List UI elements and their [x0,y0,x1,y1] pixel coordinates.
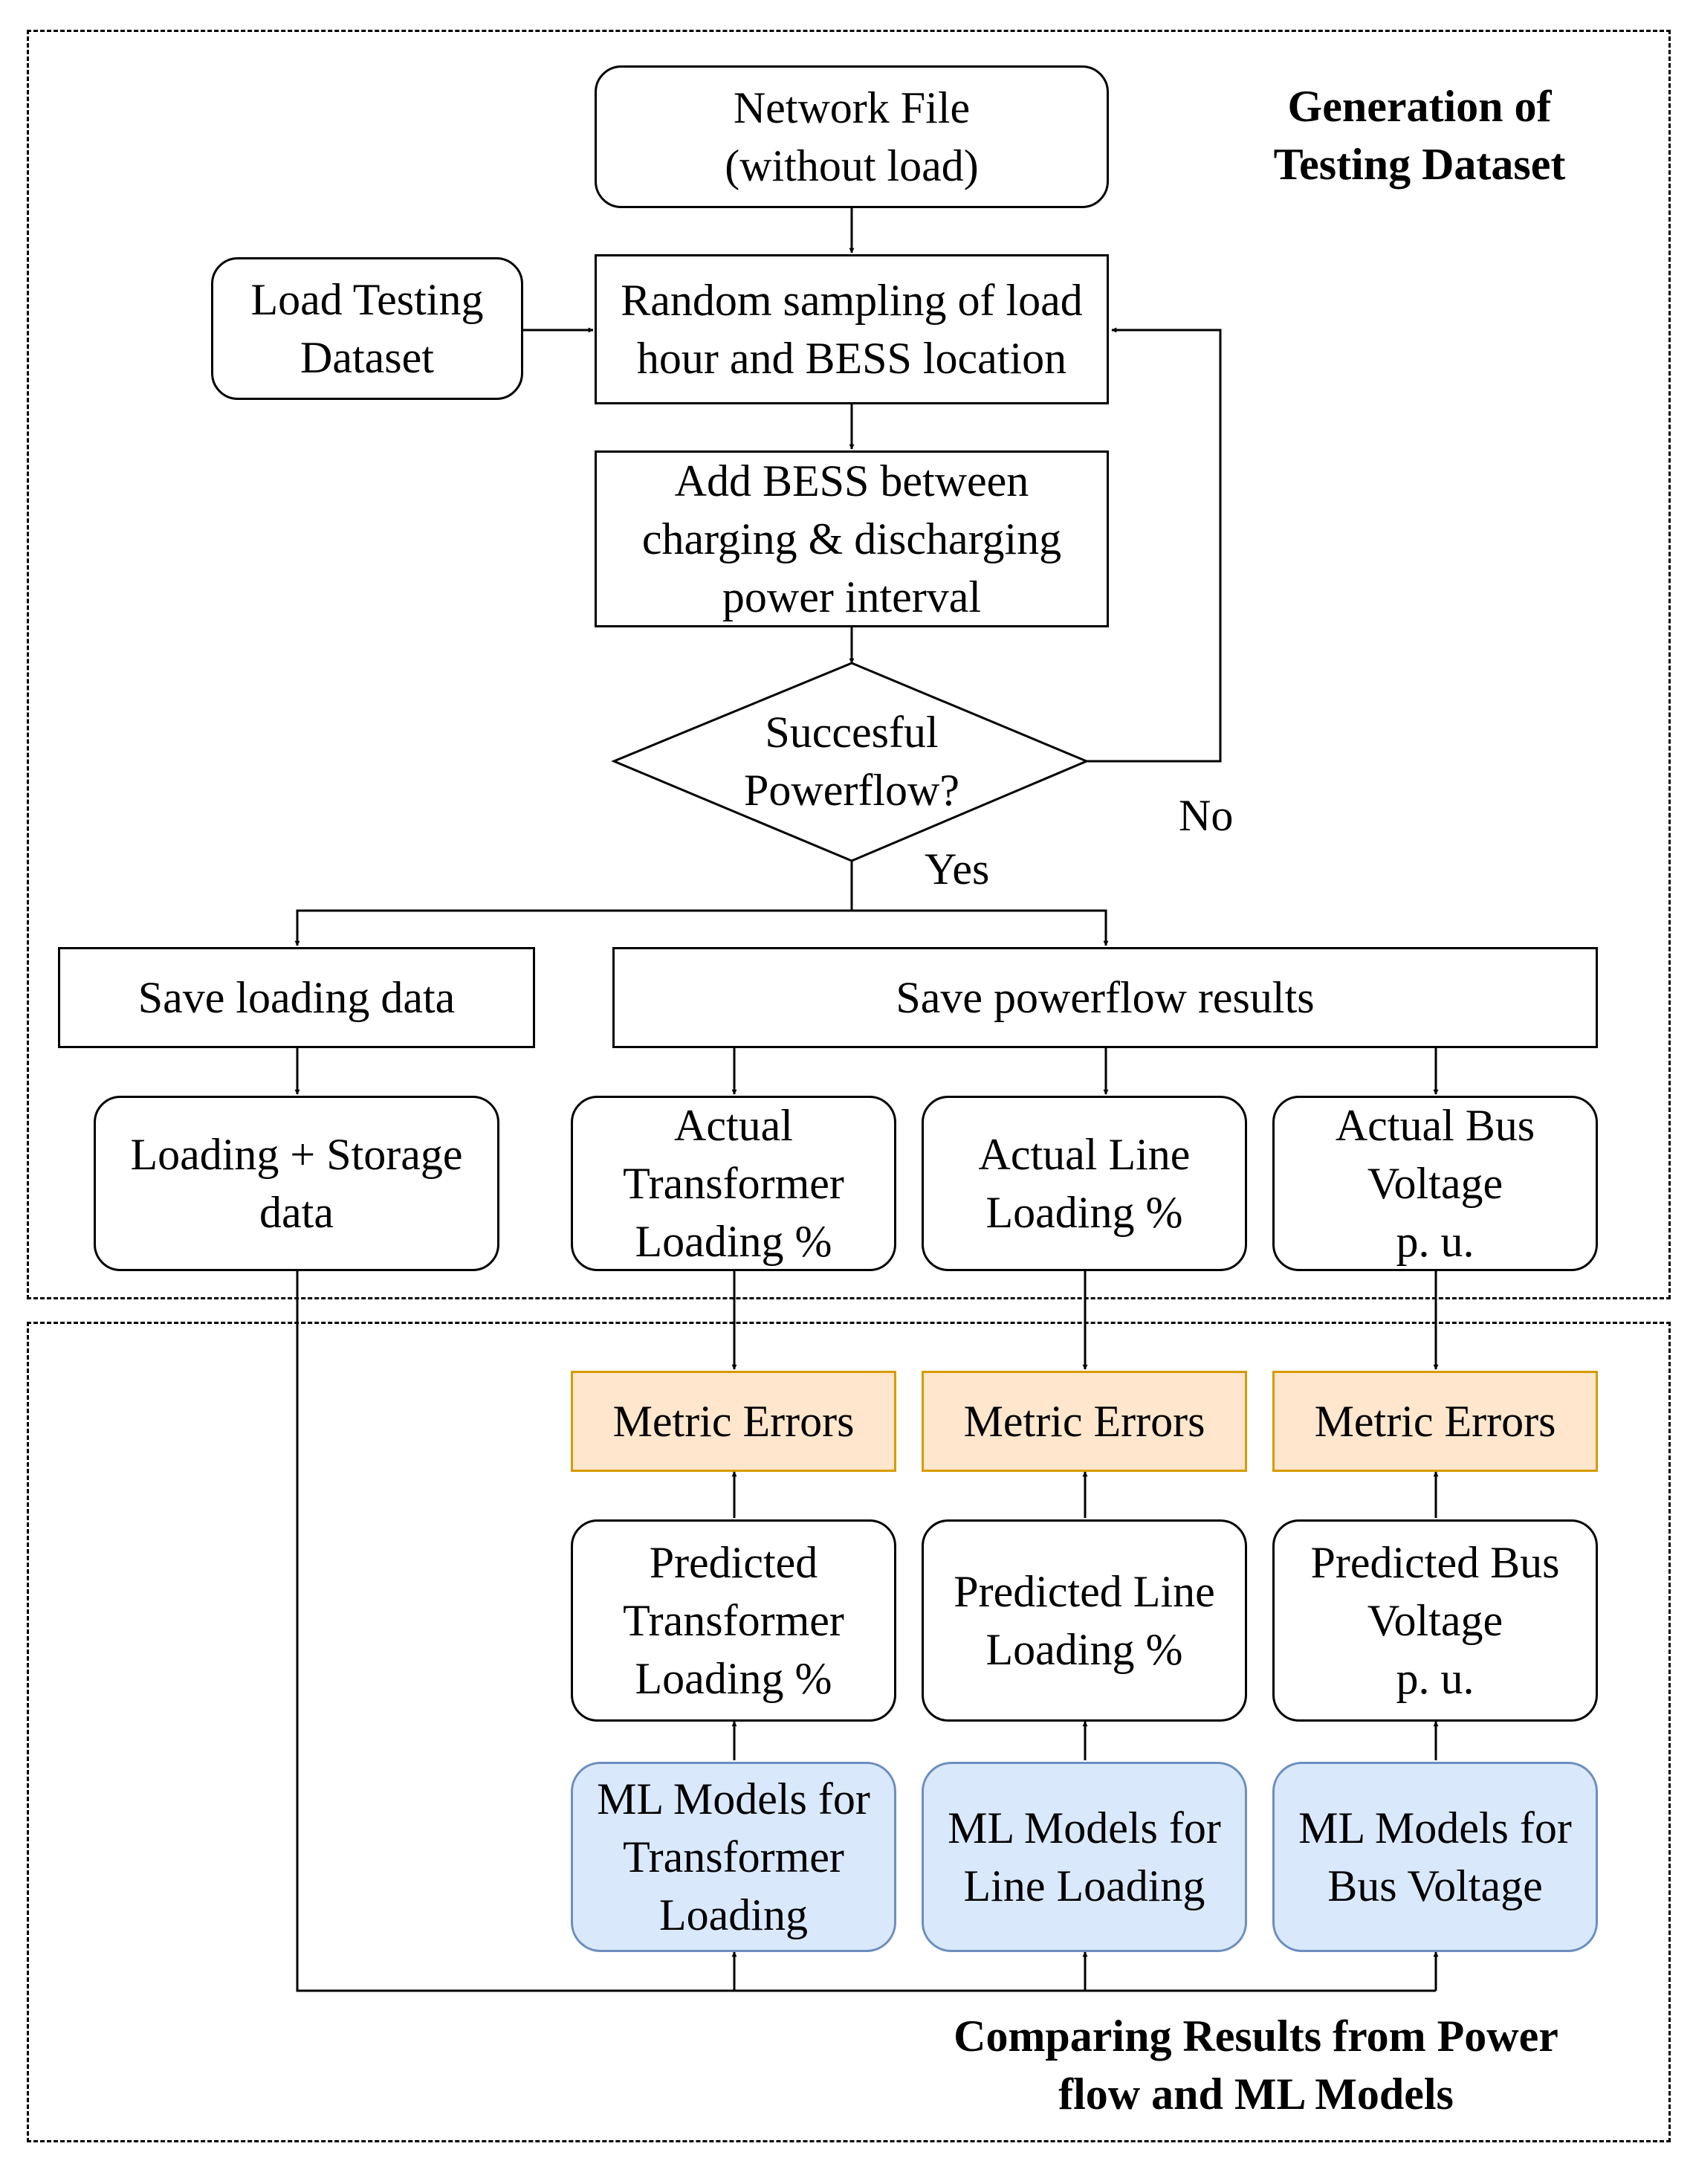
save-powerflow-node: Save powerflow results [612,947,1598,1048]
generation-title: Generation of Testing Dataset [1273,82,1566,189]
network-file-node: Network File (without load) [595,65,1109,208]
edge-yes-to-save-powerflow [852,909,1109,946]
predicted-transformer-node: Predicted Transformer Loading % [571,1519,896,1722]
edge-label-no: No [1179,791,1234,840]
ml-models-line-node: ML Models for Line Loading [922,1762,1247,1952]
comparison-region [27,1322,1671,2142]
edge-storage-to-ml-bus [296,1271,1436,1992]
add-bess-node: Add BESS between charging & discharging … [595,450,1109,627]
load-testing-dataset-node: Load Testing Dataset [211,257,523,400]
generation-region [27,30,1671,1299]
metric-errors-bus: Metric Errors [1272,1371,1598,1472]
actual-line-node: Actual Line Loading % [922,1096,1247,1271]
decision-label: Succesful Powerflow? [744,708,959,815]
save-loading-node: Save loading data [58,947,535,1048]
edge-label-yes: Yes [925,844,990,894]
actual-bus-node: Actual Bus Voltage p. u. [1272,1096,1598,1271]
edge-yes-to-save-loading [294,909,852,946]
comparison-title: Comparing Results from Power flow and ML… [954,2012,1558,2119]
predicted-line-node: Predicted Line Loading % [922,1519,1247,1722]
actual-transformer-node: Actual Transformer Loading % [571,1096,896,1271]
edge-no-loop [1087,327,1222,763]
ml-models-transformer-node: ML Models for Transformer Loading [571,1762,896,1952]
metric-errors-transformer: Metric Errors [571,1371,896,1472]
decision-diamond [611,662,1090,862]
metric-errors-line: Metric Errors [922,1371,1247,1472]
random-sampling-node: Random sampling of load hour and BESS lo… [595,254,1109,404]
loading-storage-node: Loading + Storage data [94,1096,499,1271]
ml-models-bus-node: ML Models for Bus Voltage [1272,1762,1598,1952]
predicted-bus-node: Predicted Bus Voltage p. u. [1272,1519,1598,1722]
